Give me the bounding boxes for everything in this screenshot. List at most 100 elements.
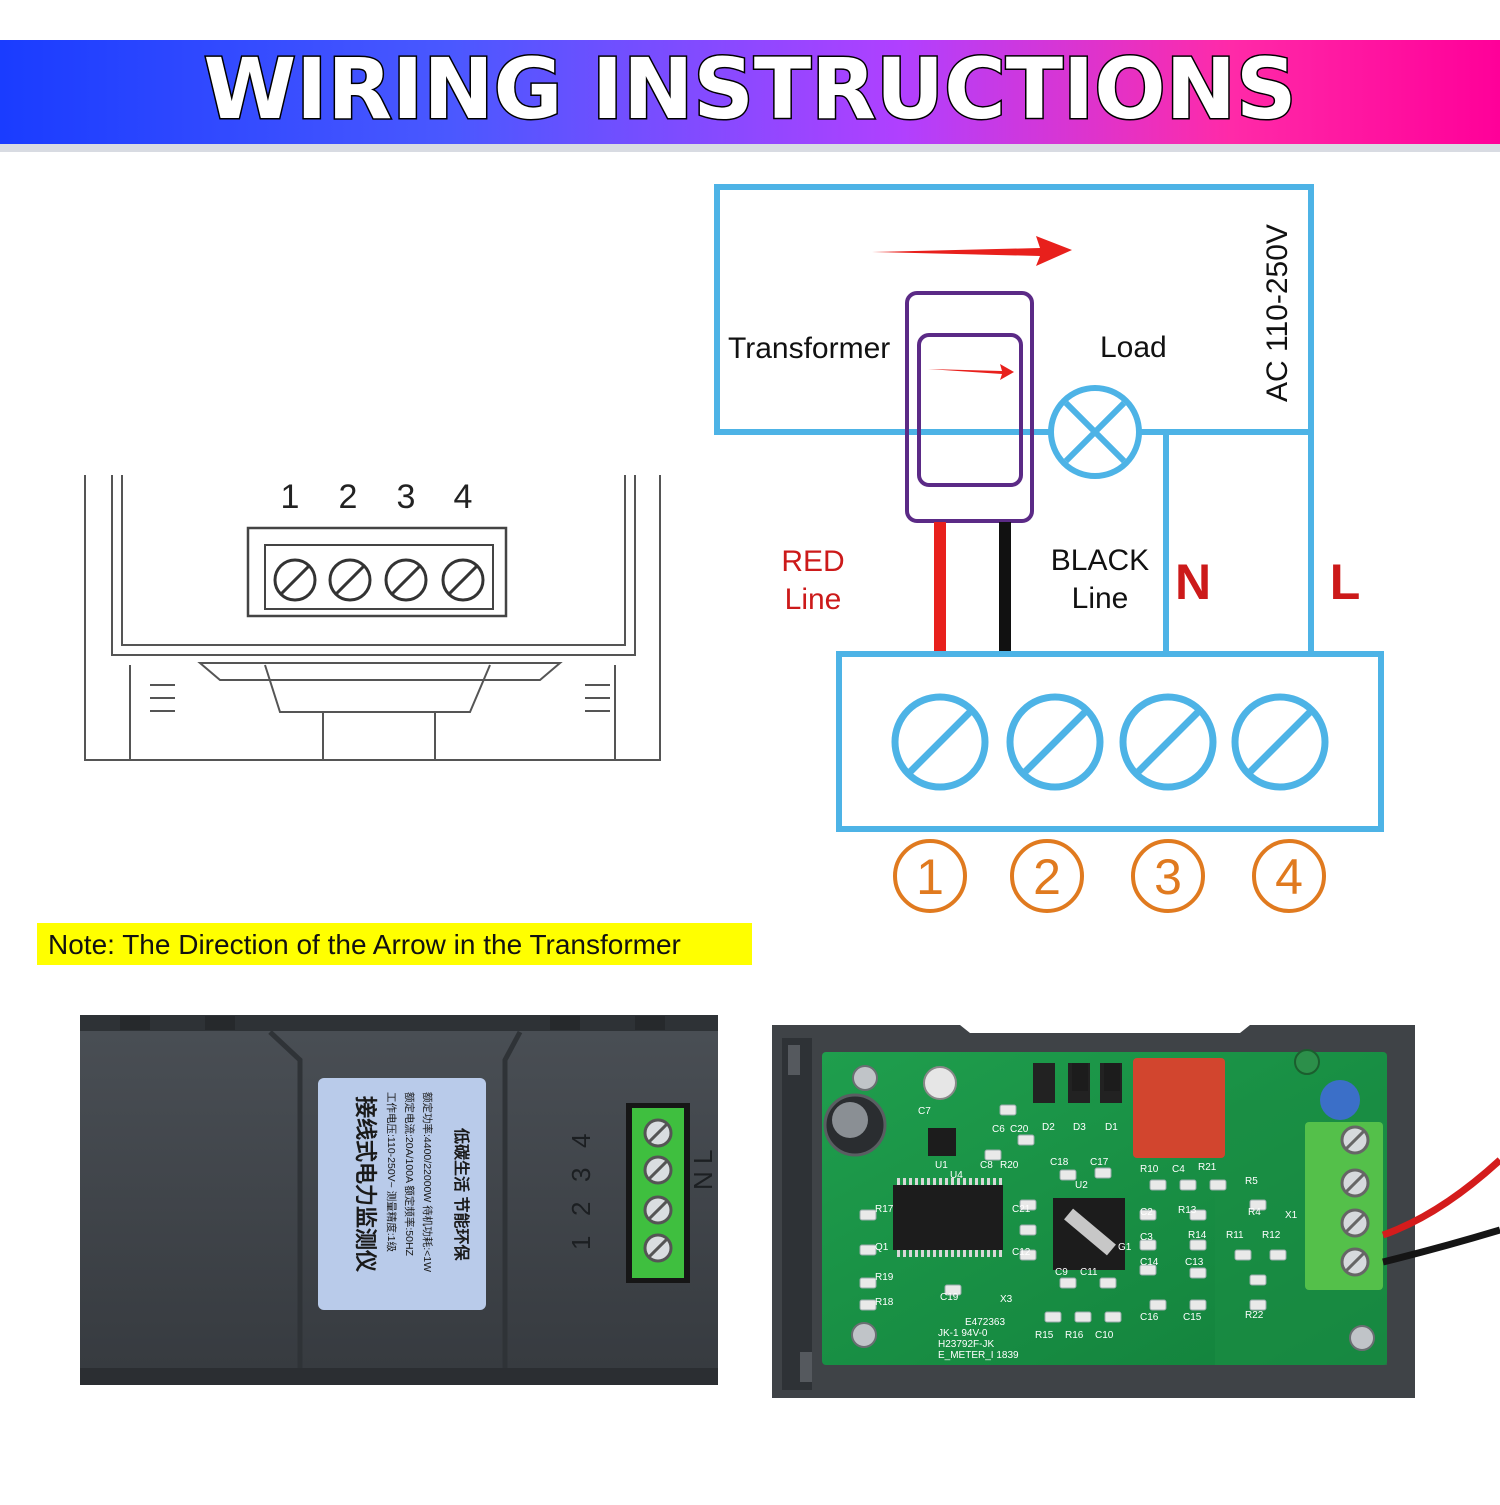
silkscreen-label: U4 bbox=[950, 1170, 963, 1181]
smd-pad bbox=[859, 1244, 877, 1256]
pcb-terminal-screw-icon bbox=[1340, 1125, 1370, 1155]
ic-pin bbox=[993, 1250, 996, 1257]
sketch-inner-body-2 bbox=[121, 475, 626, 646]
ic-pin bbox=[987, 1178, 990, 1185]
silkscreen-label: R11 bbox=[1226, 1230, 1244, 1241]
case-bottom-rim bbox=[80, 1368, 718, 1385]
terminal-screw-icon bbox=[1006, 693, 1104, 791]
ic-pin bbox=[981, 1250, 984, 1257]
main-ic bbox=[893, 1185, 1003, 1250]
back-number-2: 2 bbox=[566, 1202, 596, 1216]
meter-back-photo: 接线式电力监测仪 工作电压:110-250V~ 测量精度:1级 额定电流:20A… bbox=[80, 1015, 718, 1385]
ic-pin bbox=[939, 1250, 942, 1257]
crystal-oscillator bbox=[1064, 1208, 1116, 1256]
silkscreen-label: R18 bbox=[875, 1297, 894, 1308]
smd-pad bbox=[1094, 1167, 1112, 1179]
circled-number-2: 2 bbox=[1033, 849, 1061, 905]
red-cable bbox=[1381, 1157, 1500, 1239]
supply-voltage-label: AC 110-250V bbox=[1261, 224, 1294, 402]
smd-pad bbox=[1059, 1277, 1077, 1289]
smd-pad bbox=[984, 1149, 1002, 1161]
smd-pad bbox=[859, 1277, 877, 1289]
sketch-terminal-inner bbox=[264, 544, 494, 610]
label-line-2: 工作电压:110-250V~ 测量精度:1级 bbox=[385, 1092, 398, 1252]
silkscreen-label: C10 bbox=[1095, 1330, 1114, 1341]
sketch-right-vent bbox=[585, 684, 610, 712]
red-line-label-1: RED bbox=[781, 545, 844, 578]
ic-pin bbox=[915, 1178, 918, 1185]
sketch-terminal-block bbox=[246, 526, 508, 618]
sketch-latch bbox=[197, 662, 563, 681]
y-capacitor bbox=[1320, 1080, 1360, 1120]
sketch-clip bbox=[264, 664, 491, 713]
header-banner: WIRING INSTRUCTIONS bbox=[0, 39, 1500, 152]
ic-pin bbox=[963, 1178, 966, 1185]
circled-number-2-ring bbox=[1010, 839, 1084, 913]
silkscreen-label: C6 bbox=[992, 1124, 1005, 1135]
wiring-diagram: Transformer Load AC 110-250V RED Line BL… bbox=[714, 184, 1384, 913]
ic-pin bbox=[927, 1250, 930, 1257]
circled-number-1-ring bbox=[893, 839, 967, 913]
back-screw-icon bbox=[643, 1233, 673, 1263]
silkscreen-label: C18 bbox=[1050, 1157, 1069, 1168]
smd-pad bbox=[1149, 1299, 1167, 1311]
note-text: Note: The Direction of the Arrow in the … bbox=[48, 929, 681, 960]
case-top-rim bbox=[80, 1015, 718, 1031]
smd-pad bbox=[1019, 1224, 1037, 1236]
page-title: WIRING INSTRUCTIONS bbox=[204, 40, 1297, 138]
current-direction-arrow-icon bbox=[872, 236, 1072, 266]
small-capacitor bbox=[923, 1066, 957, 1100]
silkscreen-label: JK-1 94V-0 bbox=[938, 1328, 988, 1339]
silkscreen-label: H23792F-JK bbox=[938, 1339, 994, 1350]
header-shadow bbox=[0, 144, 1500, 152]
case-slot bbox=[800, 1352, 812, 1382]
case-slot bbox=[788, 1045, 800, 1075]
regulator-u1 bbox=[928, 1128, 956, 1156]
ic-pin bbox=[921, 1178, 924, 1185]
silkscreen-label: E_METER_I 1839 bbox=[938, 1350, 1019, 1361]
ic-pin bbox=[951, 1178, 954, 1185]
load-lamp-cross bbox=[1063, 400, 1127, 464]
back-number-1: 1 bbox=[566, 1236, 596, 1250]
label-line-4: 额定功率:4400/22000W 待机功耗:<1W bbox=[421, 1092, 434, 1272]
silkscreen-label: U1 bbox=[935, 1160, 948, 1171]
ic-pins bbox=[897, 1178, 1002, 1257]
ic-pin bbox=[999, 1250, 1002, 1257]
silkscreen-label: R14 bbox=[1188, 1230, 1207, 1241]
smd-pad bbox=[1249, 1299, 1267, 1311]
smd-pad bbox=[859, 1299, 877, 1311]
terminal-screw-icon bbox=[891, 693, 989, 791]
back-number-4: 4 bbox=[566, 1134, 596, 1148]
smd-pad bbox=[1099, 1277, 1117, 1289]
note-highlight bbox=[37, 923, 752, 965]
silkscreen-label: R12 bbox=[1262, 1230, 1281, 1241]
silkscreen-label: R10 bbox=[1140, 1164, 1159, 1175]
smd-pad bbox=[1269, 1249, 1287, 1261]
smd-pad bbox=[1179, 1179, 1197, 1191]
smd-pad bbox=[1189, 1209, 1207, 1221]
silkscreen-label: C7 bbox=[918, 1106, 931, 1117]
silkscreen-label: R16 bbox=[1065, 1330, 1084, 1341]
silkscreen-label: D2 bbox=[1042, 1122, 1055, 1133]
silkscreen-label: R19 bbox=[875, 1272, 894, 1283]
silkscreen-label: R4 bbox=[1248, 1207, 1261, 1218]
case-notch bbox=[550, 1016, 580, 1030]
pcb-terminal-screw-icon bbox=[1340, 1208, 1370, 1238]
transistor bbox=[1104, 1063, 1120, 1091]
terminal-screws bbox=[891, 693, 1329, 791]
silkscreen-label: C15 bbox=[1183, 1312, 1202, 1323]
smd-pad bbox=[1059, 1169, 1077, 1181]
silkscreen-label: C16 bbox=[1140, 1312, 1159, 1323]
smd-pad bbox=[1149, 1179, 1167, 1191]
silkscreen-label: R22 bbox=[1245, 1310, 1264, 1321]
pcb-terminal-block bbox=[1305, 1122, 1383, 1290]
smd-pad bbox=[1209, 1179, 1227, 1191]
note-banner: Note: The Direction of the Arrow in the … bbox=[37, 923, 752, 965]
ic-pin bbox=[951, 1250, 954, 1257]
sketch-screw-icon bbox=[328, 558, 372, 602]
back-screw-icon bbox=[643, 1155, 673, 1185]
ic-pin bbox=[903, 1178, 906, 1185]
ic-pin bbox=[897, 1178, 900, 1185]
smd-components bbox=[859, 1104, 1287, 1323]
